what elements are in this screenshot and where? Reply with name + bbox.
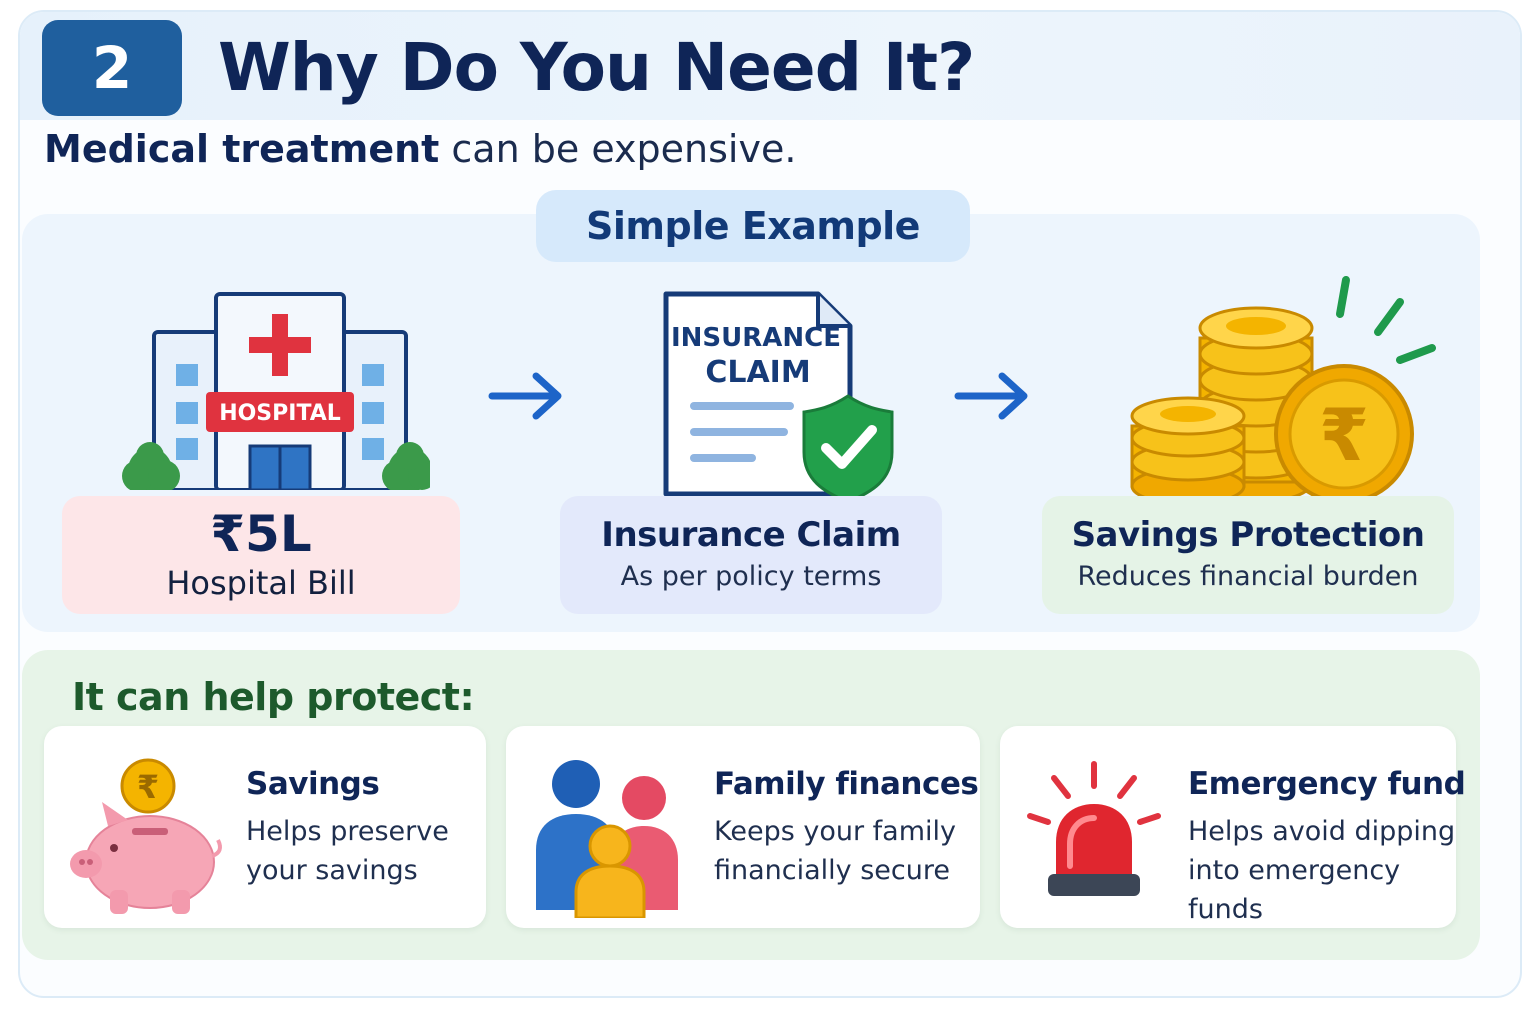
family-icon <box>536 760 678 918</box>
protect-card-family-finances: Family finances Keeps your family financ… <box>506 726 980 928</box>
emergency-fund-desc-line1: Helps avoid dipping <box>1188 816 1456 847</box>
claim-doc-line1: INSURANCE <box>671 323 841 353</box>
savings-protection-caption: Reduces financial burden <box>1077 561 1419 592</box>
claim-doc-line2: CLAIM <box>705 355 810 390</box>
protect-card-emergency-fund: Emergency fund Helps avoid dipping into … <box>1000 726 1466 928</box>
subtitle-emphasis: Medical treatment <box>44 127 440 171</box>
hospital-sign-text: HOSPITAL <box>219 401 341 426</box>
savings-protection-box: Savings Protection Reduces financial bur… <box>1042 496 1454 614</box>
coin-rupee-symbol: ₹ <box>1319 393 1369 477</box>
insurance-claim-title: Insurance Claim <box>601 515 901 555</box>
emergency-fund-text: Emergency fund Helps avoid dipping into … <box>1188 762 1466 929</box>
family-finances-desc-line2: financially secure <box>714 855 950 886</box>
savings-desc: Helps preserve your savings <box>246 812 449 890</box>
subtitle: Medical treatment can be expensive. <box>44 124 796 174</box>
insurance-claim-box: Insurance Claim As per policy terms <box>560 496 942 614</box>
hospital-bill-box: ₹5L Hospital Bill <box>62 496 460 614</box>
savings-desc-line1: Helps preserve <box>246 816 449 847</box>
piggy-bank-icon: ₹ <box>70 758 222 914</box>
subtitle-rest: can be expensive. <box>439 127 797 171</box>
example-pill: Simple Example <box>536 190 970 262</box>
family-finances-title: Family finances <box>714 766 979 802</box>
hospital-icon: HOSPITAL <box>122 292 430 490</box>
emergency-fund-title: Emergency fund <box>1188 766 1466 802</box>
savings-desc-line2: your savings <box>246 855 418 886</box>
hospital-bill-caption: Hospital Bill <box>166 564 356 602</box>
step-number-badge: 2 <box>42 20 182 116</box>
protect-title: It can help protect: <box>72 675 475 719</box>
emergency-siren-icon <box>1027 761 1161 896</box>
coin-stack-icon: ₹ <box>1130 276 1436 506</box>
arrow-right-icon <box>954 372 1028 420</box>
emergency-fund-desc-line2: into emergency funds <box>1188 855 1401 925</box>
savings-protection-title: Savings Protection <box>1071 515 1425 555</box>
arrow-right-icon <box>488 372 562 420</box>
piggy-coin-symbol: ₹ <box>137 768 159 806</box>
hospital-bill-amount: ₹5L <box>210 505 312 563</box>
family-finances-desc: Keeps your family financially secure <box>714 812 978 890</box>
insurance-claim-document-icon: INSURANCE CLAIM <box>663 291 894 504</box>
emergency-fund-desc: Helps avoid dipping into emergency funds <box>1188 812 1465 929</box>
insurance-claim-caption: As per policy terms <box>620 561 882 592</box>
family-finances-desc-line1: Keeps your family <box>714 816 956 847</box>
header-band <box>20 12 1520 120</box>
savings-title: Savings <box>246 766 380 802</box>
family-finances-text: Family finances Keeps your family financ… <box>714 762 979 890</box>
page-title: Why Do You Need It? <box>218 29 975 106</box>
protect-card-savings: ₹ Savings Helps preserve your savings <box>44 726 486 928</box>
savings-text: Savings Helps preserve your savings <box>246 762 449 890</box>
